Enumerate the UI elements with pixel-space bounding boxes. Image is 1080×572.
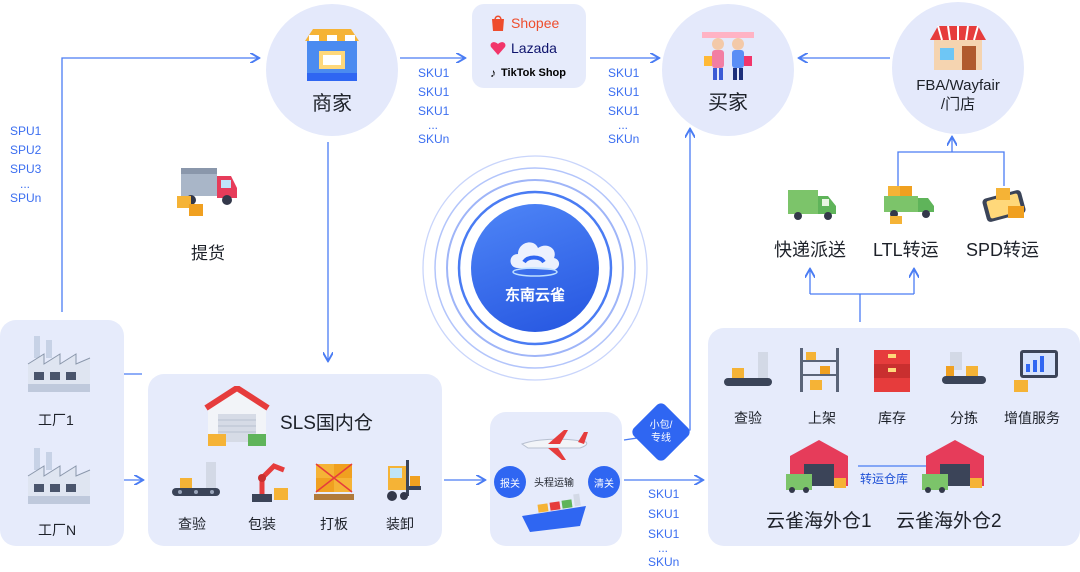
sku-list-3: SKU1 SKU1 SKU1 ... SKUn — [648, 484, 679, 572]
cargo-ship-icon — [518, 492, 590, 539]
inventory-boxes-icon — [868, 346, 916, 399]
pickup-truck-icon — [177, 168, 237, 216]
pickup-label: 提货 — [191, 244, 225, 263]
customs-export-badge: 报关 — [494, 466, 526, 498]
platforms-card: Shopee Lazada ♪ TikTok Shop — [472, 4, 586, 88]
overseas-warehouse1-icon — [784, 434, 854, 499]
merchant-label: 商家 — [312, 92, 352, 115]
spu-item: SPU2 — [10, 143, 42, 157]
lazada-logo: Lazada — [490, 40, 557, 56]
sku-item: SKU1 — [608, 104, 640, 118]
overseas-warehouse2-icon — [920, 434, 990, 499]
domestic-warehouse-panel: SLS国内仓 查验 包装 打板 — [148, 374, 442, 546]
packing-robot-icon — [244, 456, 292, 509]
sku-item: SKU1 — [418, 66, 450, 80]
spu-item: SPU3 — [10, 162, 42, 176]
domestic-step: 打板 — [320, 516, 348, 532]
pickup-node: 提货 — [172, 160, 244, 264]
ltl-truck-icon — [882, 180, 936, 231]
overseas-step: 查验 — [734, 410, 762, 426]
shopee-label: Shopee — [511, 15, 560, 31]
sorting-icon — [940, 346, 988, 399]
tiktok-logo: ♪ TikTok Shop — [490, 66, 566, 80]
factoryN-label: 工厂N — [38, 522, 77, 538]
sku-list-1: SKU1 SKU1 SKU1 ... SKUn — [418, 64, 449, 149]
airplane-icon — [518, 426, 590, 467]
spu-list: SPU1 SPU2 SPU3 ... SPUn — [10, 122, 41, 208]
overseas-step: 上架 — [808, 410, 836, 426]
domestic-step: 包装 — [248, 516, 276, 532]
factory-panel: 工厂1 工厂N — [0, 320, 124, 546]
buyer-label: 买家 — [708, 91, 748, 114]
buyer-node: 买家 — [662, 4, 794, 136]
spd-label: SPD转运 — [966, 240, 1040, 260]
spu-item: ... — [20, 177, 31, 191]
sku-item: ... — [658, 541, 669, 555]
sku-item: SKU1 — [608, 85, 640, 99]
brand-label: 东南云雀 — [504, 286, 565, 304]
domestic-step: 查验 — [178, 516, 206, 532]
value-added-icon — [1012, 346, 1062, 399]
sku-item: SKU1 — [418, 104, 450, 118]
lazada-heart-icon — [490, 42, 506, 55]
tiktok-note-icon: ♪ — [490, 66, 496, 80]
express-truck-icon — [786, 182, 838, 231]
sku-list-2: SKU1 SKU1 SKU1 ... SKUn — [608, 64, 639, 149]
sku-item: SKU1 — [608, 66, 640, 80]
fba-node: FBA/Wayfair /门店 — [892, 2, 1024, 134]
factory1-label: 工厂1 — [38, 412, 74, 428]
warehouse-icon — [204, 384, 270, 451]
customs-clearance-badge: 清关 — [588, 466, 620, 498]
spu-item: SPUn — [10, 191, 42, 205]
shoppers-icon — [702, 31, 754, 80]
fba-label: FBA/Wayfair /门店 — [916, 77, 1000, 113]
pallet-icon — [310, 456, 358, 509]
sku-item: SKU1 — [648, 487, 680, 501]
lazada-label: Lazada — [511, 40, 557, 56]
sku-item: SKUn — [418, 132, 450, 146]
spu-item: SPU1 — [10, 124, 42, 138]
shop-icon — [305, 28, 359, 81]
overseas-step: 库存 — [878, 410, 906, 426]
forklift-icon — [376, 456, 424, 509]
sku-item: ... — [618, 118, 629, 132]
factory1-icon — [24, 334, 94, 401]
overseas-warehouse2-label: 云雀海外仓2 — [896, 511, 1002, 532]
express-label: 快递派送 — [774, 240, 846, 260]
overseas-step: 分拣 — [950, 410, 978, 426]
transfer-label: 转运仓库 — [860, 472, 909, 486]
domestic-warehouse-title: SLS国内仓 — [280, 413, 373, 434]
inspect-icon — [170, 460, 222, 509]
spd-phone-icon — [978, 182, 1032, 231]
freight-label: 头程运输 — [534, 478, 574, 489]
merchant-node: 商家 — [266, 4, 398, 136]
domestic-step: 装卸 — [386, 516, 414, 532]
parcel-label: 小包/ 专线 — [649, 420, 673, 444]
shelving-icon — [796, 346, 844, 399]
factoryN-icon — [24, 446, 94, 513]
sku-item: SKU1 — [648, 507, 680, 521]
overseas-warehouse1-label: 云雀海外仓1 — [766, 511, 872, 532]
sku-item: SKUn — [608, 132, 640, 146]
shopee-logo: Shopee — [490, 14, 559, 32]
overseas-panel: 查验 上架 库存 分拣 — [708, 328, 1080, 546]
sku-item: ... — [428, 118, 439, 132]
ltl-label: LTL转运 — [873, 240, 939, 260]
sku-item: SKU1 — [648, 527, 680, 541]
overseas-inspect-icon — [722, 350, 774, 399]
sku-item: SKU1 — [418, 85, 450, 99]
shopee-bag-icon — [492, 15, 504, 31]
overseas-step: 增值服务 — [1004, 410, 1060, 426]
storefront-icon — [930, 25, 986, 70]
brand-node: 东南云雀 — [471, 204, 599, 332]
sku-item: SKUn — [648, 555, 680, 569]
tiktok-label: TikTok Shop — [501, 67, 566, 79]
cloud-logo-icon — [510, 241, 560, 277]
